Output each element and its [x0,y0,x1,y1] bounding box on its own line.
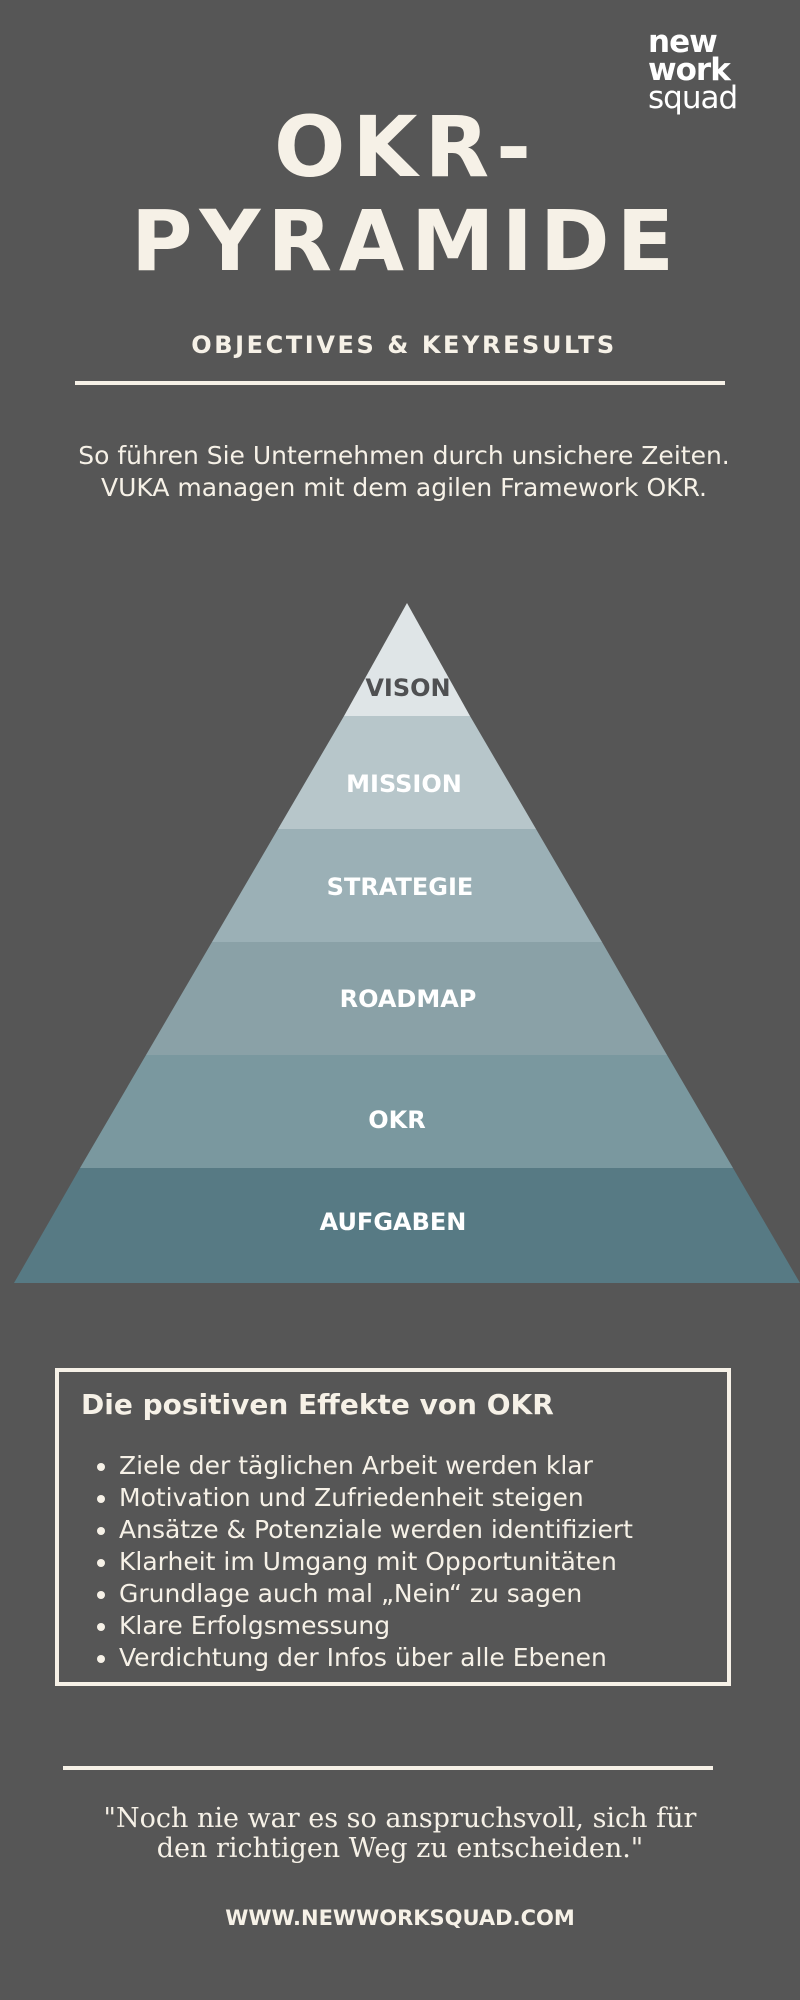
page-title: OKR- PYRAMIDE [0,100,800,288]
pyramid-level-okr [80,1055,733,1168]
effects-list-item: Grundlage auch mal „Nein“ zu sagen [119,1578,633,1610]
effects-list-item: Motivation und Zufriedenheit steigen [119,1482,633,1514]
pyramid-label-mission: MISSION [346,770,462,798]
effects-box: Die positiven Effekte von OKR Ziele der … [55,1368,731,1686]
effects-list-item: Klare Erfolgsmessung [119,1610,633,1642]
effects-title: Die positiven Effekte von OKR [81,1388,554,1421]
pyramid-level-aufgaben [14,1168,800,1283]
website-link[interactable]: WWW.NEWWORKSQUAD.COM [225,1906,575,1930]
pyramid-label-vison: VISON [365,674,451,702]
logo-line-work: work [648,52,731,88]
pyramid-label-okr: OKR [368,1106,426,1134]
title-line-1: OKR- [273,98,539,196]
pyramid-label-roadmap: ROADMAP [339,985,477,1013]
intro-line-1: So führen Sie Unternehmen durch unsicher… [78,441,730,470]
pyramid-level-mission [278,716,536,829]
effects-list-item: Klarheit im Umgang mit Opportunitäten [119,1546,633,1578]
pyramid-label-aufgaben: AUFGABEN [319,1208,467,1236]
effects-list-item: Ziele der täglichen Arbeit werden klar [119,1450,633,1482]
effects-list-item: Verdichtung der Infos über alle Ebenen [119,1642,633,1674]
pyramid-label-strategie: STRATEGIE [326,873,474,901]
effects-list: Ziele der täglichen Arbeit werden klar M… [99,1450,633,1674]
okr-pyramid [14,603,800,1283]
pyramid-level-vison [344,603,470,716]
effects-list-item: Ansätze & Potenziale werden identifizier… [119,1514,633,1546]
title-line-2: PYRAMIDE [130,192,682,290]
top-divider [75,381,725,385]
quote-line-2: den richtigen Weg zu entscheiden." [156,1833,644,1864]
bottom-divider [63,1766,713,1770]
logo-line-squad: squad [648,80,738,116]
logo-line-new: new [648,24,718,60]
pyramid-level-roadmap [146,942,667,1055]
intro-text: So führen Sie Unternehmen durch unsicher… [0,440,800,504]
quote: "Noch nie war es so anspruchsvoll, sich … [0,1804,800,1864]
quote-line-1: "Noch nie war es so anspruchsvoll, sich … [103,1803,697,1834]
page-subtitle: OBJECTIVES & KEYRESULTS [191,331,617,359]
pyramid-level-strategie [212,829,602,942]
newworksquad-logo: new work squad [648,24,760,116]
intro-line-2: VUKA managen mit dem agilen Framework OK… [101,473,707,502]
